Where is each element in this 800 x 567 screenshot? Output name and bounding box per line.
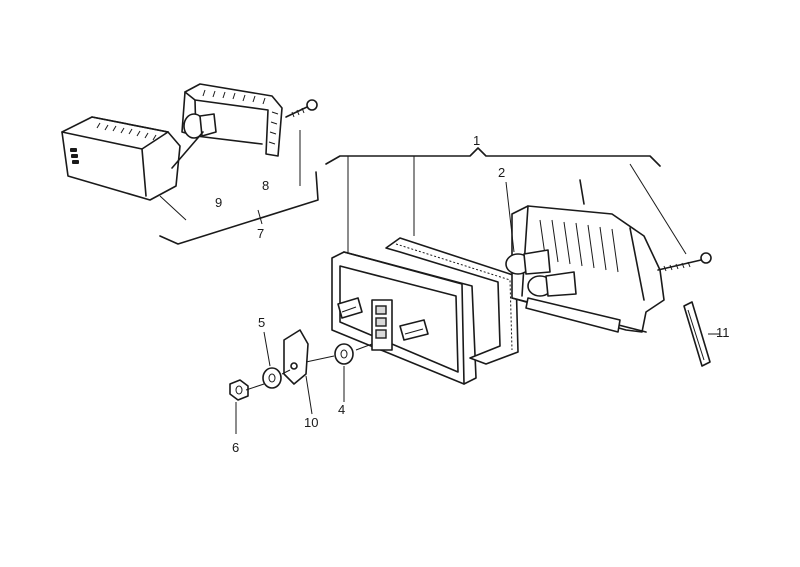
reflector-strip bbox=[683, 301, 720, 367]
main-housing bbox=[511, 179, 665, 333]
callout-1: 1 bbox=[473, 133, 480, 148]
bracket-1 bbox=[325, 147, 661, 167]
callout-7: 7 bbox=[257, 226, 264, 241]
small-screw bbox=[285, 99, 318, 186]
main-lens bbox=[331, 251, 477, 385]
washer-5 bbox=[262, 331, 282, 389]
assembly-lines bbox=[245, 343, 373, 391]
bracket-7 bbox=[159, 171, 319, 245]
callout-4: 4 bbox=[338, 402, 345, 417]
washer-4 bbox=[334, 343, 354, 402]
callout-6: 6 bbox=[232, 440, 239, 455]
callout-5: 5 bbox=[258, 315, 265, 330]
callout-8: 8 bbox=[262, 178, 269, 193]
callout-11: 11 bbox=[716, 325, 730, 340]
callout-10: 10 bbox=[304, 415, 318, 430]
gasket bbox=[385, 237, 519, 365]
nut-6 bbox=[229, 379, 249, 434]
housing-screw bbox=[657, 252, 712, 272]
main-bulb bbox=[505, 181, 577, 297]
small-lamp-lens bbox=[61, 116, 181, 201]
callout-9: 9 bbox=[215, 195, 222, 210]
callout-2: 2 bbox=[498, 165, 505, 180]
mounting-bracket bbox=[283, 329, 313, 415]
small-bulb bbox=[171, 113, 217, 169]
